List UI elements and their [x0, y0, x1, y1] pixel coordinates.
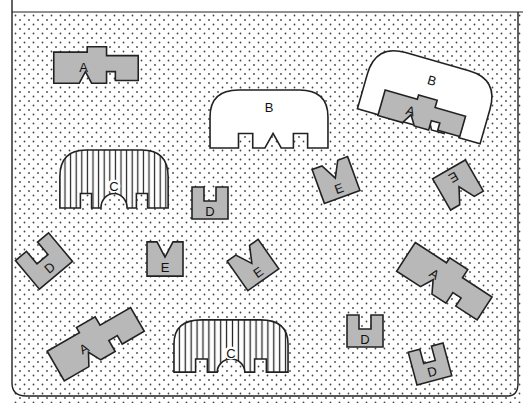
container-wall	[12, 0, 518, 396]
enzyme-node: B	[208, 88, 330, 150]
shape-outline	[347, 315, 383, 347]
shape-outline	[60, 150, 168, 208]
shape-outline	[227, 239, 279, 290]
shape-outline	[378, 86, 468, 139]
shape-outline	[54, 47, 138, 83]
substrate-shape	[52, 45, 140, 85]
substrate-node: A	[52, 45, 140, 85]
liquid-surface	[12, 11, 523, 12]
molecule-letter: D	[360, 332, 369, 345]
molecule-letter: A	[79, 61, 88, 74]
shape-outline	[357, 44, 498, 144]
enzyme-node: C	[172, 318, 290, 374]
molecule-letter: C	[107, 180, 120, 193]
shape-outline	[312, 157, 360, 204]
shape-outline	[408, 343, 452, 385]
enzyme-shape	[208, 88, 330, 150]
enzyme-node: D	[190, 185, 230, 221]
enzyme-node: C	[58, 148, 170, 210]
molecule-letter: C	[224, 346, 237, 359]
enzyme-node: D	[345, 313, 385, 349]
shape-outline	[433, 160, 484, 210]
shape-outline	[210, 90, 328, 148]
enzyme-node: E	[145, 240, 185, 278]
shape-outline	[397, 238, 498, 323]
shape-outline	[147, 242, 183, 276]
solution-ground	[12, 12, 523, 403]
molecule-letter: D	[205, 204, 214, 217]
molecule-letter: B	[265, 100, 274, 113]
shape-outline	[44, 299, 146, 381]
shape-outline	[174, 320, 288, 372]
shape-outline	[15, 233, 72, 289]
shape-outline	[192, 187, 228, 219]
molecule-letter: E	[161, 261, 170, 274]
